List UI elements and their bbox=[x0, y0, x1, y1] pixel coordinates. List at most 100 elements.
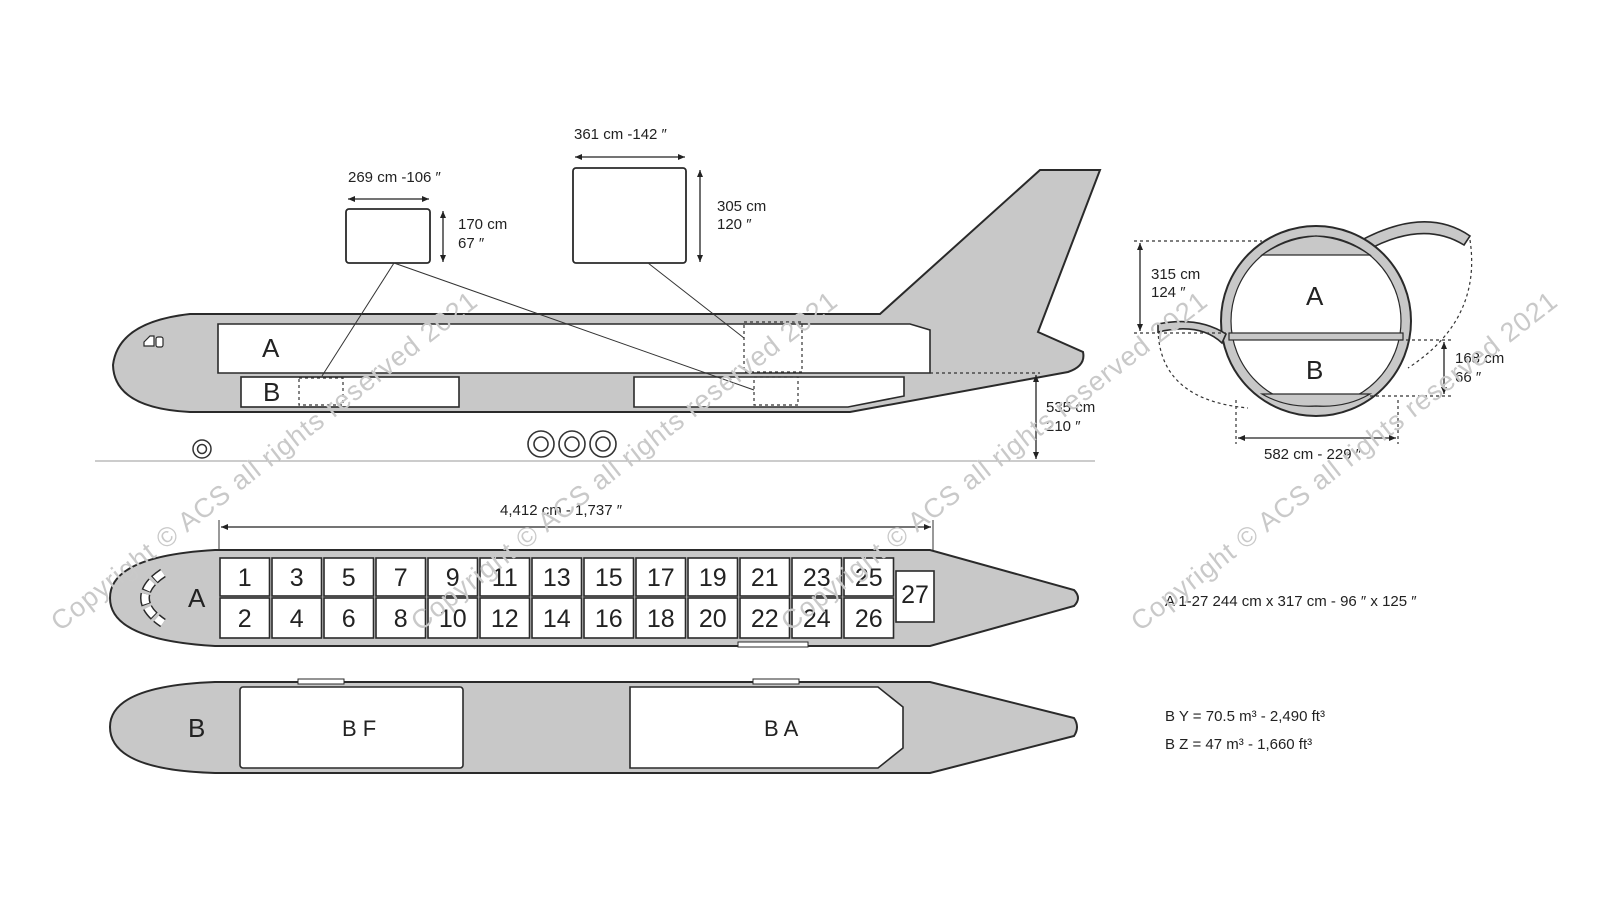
side-view: A B 269 cm -106 ″ 170 cm 67 ″ 361 cm -14… bbox=[95, 126, 1102, 462]
lower-door-swing-arc bbox=[1157, 329, 1249, 409]
forward-hold-label: B F bbox=[342, 716, 376, 741]
leader-line bbox=[321, 262, 395, 377]
small-pallet-height-cm: 170 cm bbox=[458, 216, 507, 233]
position-box bbox=[843, 597, 895, 639]
position-label: 1 bbox=[238, 564, 252, 592]
cockpit-window-icon bbox=[143, 335, 155, 347]
position-box bbox=[791, 597, 843, 639]
position-box bbox=[323, 597, 375, 639]
large-pallet-box bbox=[572, 167, 687, 264]
position-label: 10 bbox=[439, 605, 467, 633]
position-label: 21 bbox=[751, 564, 779, 592]
side-deck-b-label: B bbox=[263, 377, 280, 407]
position-label: 12 bbox=[491, 605, 519, 633]
position-box bbox=[531, 597, 583, 639]
large-pallet-height-cm: 305 cm bbox=[717, 198, 766, 215]
position-box bbox=[427, 597, 479, 639]
position-label: 5 bbox=[342, 564, 356, 592]
ground-height-in: 210 ″ bbox=[1046, 418, 1081, 435]
side-deck-a-label: A bbox=[262, 333, 280, 363]
door-marker bbox=[297, 678, 345, 685]
lower-bilge bbox=[1259, 393, 1373, 407]
position-box bbox=[427, 557, 479, 597]
position-label: 7 bbox=[394, 564, 408, 592]
upper-ceiling bbox=[1260, 235, 1372, 256]
position-box bbox=[635, 557, 687, 597]
position-label: 6 bbox=[342, 605, 356, 633]
aft-hold-box bbox=[629, 686, 904, 769]
position-label: 26 bbox=[855, 605, 883, 633]
small-pallet-box bbox=[345, 208, 431, 264]
upper-cargo-door bbox=[1356, 221, 1472, 254]
door-marker bbox=[737, 641, 809, 648]
position-label: 8 bbox=[394, 605, 408, 633]
small-pallet-position bbox=[298, 377, 344, 406]
position-label: 3 bbox=[290, 564, 304, 592]
main-deck-spec: A 1-27 244 cm x 317 cm - 96 ″ x 125 ″ bbox=[1165, 593, 1417, 610]
upper-height-in: 124 ″ bbox=[1151, 284, 1186, 301]
upper-height-cm: 315 cm bbox=[1151, 266, 1200, 283]
position-box bbox=[323, 557, 375, 597]
position-27-label: 27 bbox=[901, 581, 929, 609]
position-box bbox=[219, 597, 271, 639]
position-box bbox=[687, 557, 739, 597]
main-wheels-icon bbox=[527, 430, 617, 458]
aft-hold-label: B A bbox=[764, 716, 799, 741]
small-pallet-width: 269 cm -106 ″ bbox=[348, 169, 442, 186]
position-label: 23 bbox=[803, 564, 831, 592]
large-pallet-width: 361 cm -142 ″ bbox=[574, 126, 668, 143]
lower-cargo-door bbox=[1157, 320, 1228, 345]
main-deck-hold bbox=[217, 323, 931, 374]
position-label: 11 bbox=[492, 564, 518, 592]
position-box bbox=[479, 557, 531, 597]
position-box bbox=[219, 557, 271, 597]
position-box bbox=[531, 557, 583, 597]
position-label: 20 bbox=[699, 605, 727, 633]
position-label: 22 bbox=[751, 605, 779, 633]
position-box bbox=[843, 557, 895, 597]
position-label: 4 bbox=[290, 605, 304, 633]
lower-deck-plan: B B F B A bbox=[108, 678, 1078, 774]
cross-section: A B 315 cm 124 ″ 168 cm 66 ″ 582 cm - 22… bbox=[1134, 221, 1504, 463]
lower-aft-hold bbox=[633, 376, 905, 408]
forward-hold-box bbox=[239, 686, 464, 769]
position-label: 18 bbox=[647, 605, 675, 633]
position-label: 9 bbox=[446, 564, 460, 592]
door-swing-arc bbox=[1407, 239, 1473, 369]
cockpit-seats-outline bbox=[141, 570, 166, 626]
position-label: 14 bbox=[543, 605, 571, 633]
position-27-box bbox=[895, 570, 935, 623]
position-box bbox=[635, 597, 687, 639]
cross-label-a: A bbox=[1306, 281, 1324, 311]
leader-line bbox=[393, 262, 755, 391]
lower-forward-hold bbox=[240, 376, 460, 408]
position-box bbox=[271, 597, 323, 639]
position-box bbox=[479, 597, 531, 639]
deck-floor bbox=[1228, 332, 1404, 341]
cross-label-b: B bbox=[1306, 355, 1323, 385]
lower-plan-label: B bbox=[188, 713, 205, 743]
lower-height-cm: 168 cm bbox=[1455, 350, 1504, 367]
position-box bbox=[375, 597, 427, 639]
position-label: 17 bbox=[647, 564, 675, 592]
lower-spec-z: B Z = 47 m³ - 1,660 ft³ bbox=[1165, 736, 1312, 753]
position-label: 19 bbox=[699, 564, 727, 592]
position-box bbox=[739, 557, 791, 597]
position-label: 2 bbox=[238, 605, 252, 633]
lower-height-in: 66 ″ bbox=[1455, 369, 1482, 386]
position-label: 24 bbox=[803, 605, 831, 633]
position-box bbox=[375, 557, 427, 597]
main-plan-label: A bbox=[188, 583, 206, 613]
position-label: 25 bbox=[855, 564, 883, 592]
main-deck-length: 4,412 cm - 1,737 ″ bbox=[500, 502, 623, 519]
position-label: 16 bbox=[595, 605, 623, 633]
cross-width: 582 cm - 229 ″ bbox=[1264, 446, 1362, 463]
leader-line bbox=[647, 262, 745, 339]
nose-wheel-icon bbox=[192, 439, 212, 459]
position-box bbox=[583, 597, 635, 639]
cockpit-window-icon bbox=[155, 336, 164, 348]
